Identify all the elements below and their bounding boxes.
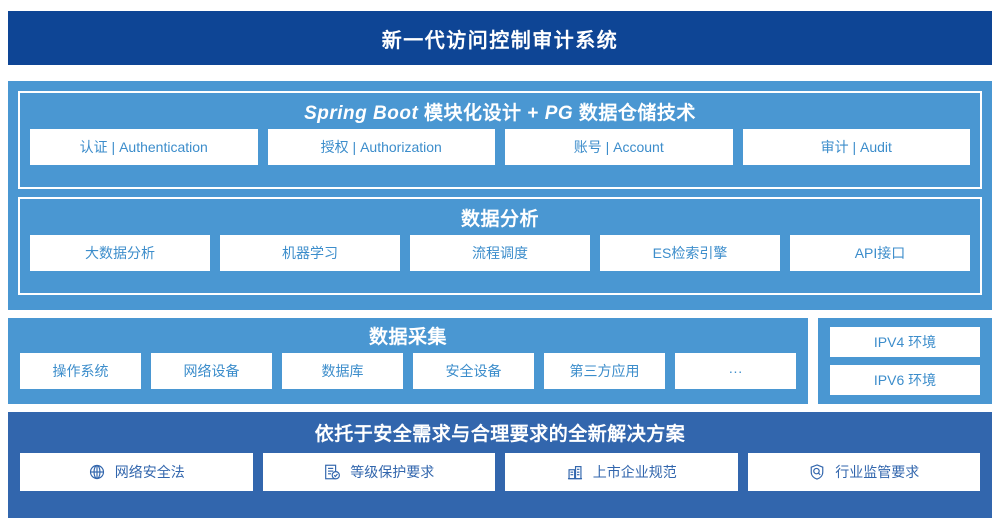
data-collection-heading: 数据采集 [368,327,447,348]
chip-audit[interactable]: 审计 | Audit [742,129,970,165]
chip-ipv6-environment[interactable]: IPV6 环境 [830,365,980,395]
solution-compliance-panel: 依托于安全需求与合理要求的全新解决方案 网络安全法 [8,412,992,518]
chip-listed-enterprise-standard-label: 上市企业规范 [592,464,677,480]
chip-industry-supervision-label: 行业监管要求 [835,464,920,480]
chip-authorization[interactable]: 授权 | Authorization [267,129,495,165]
chip-api-interface[interactable]: API接口 [790,235,970,271]
chip-security-device[interactable]: 安全设备 [413,353,534,389]
springboot-heading-cn1: 模块化设计 + [418,103,545,124]
springboot-heading-cn2: 数据仓储技术 [573,103,696,124]
chip-machine-learning[interactable]: 机器学习 [220,235,400,271]
springboot-module-block: Spring Boot 模块化设计 + PG 数据仓储技术 认证 | Authe… [18,91,982,189]
springboot-heading: Spring Boot 模块化设计 + PG 数据仓储技术 [30,99,970,129]
chip-operating-system[interactable]: 操作系统 [20,353,141,389]
chip-listed-enterprise-standard[interactable]: 上市企业规范 [505,453,738,491]
solution-heading: 依托于安全需求与合理要求的全新解决方案 [314,424,686,445]
chip-classified-protection-label: 等级保护要求 [350,464,435,480]
chip-es-search-engine[interactable]: ES检索引擎 [600,235,780,271]
solution-chip-row: 网络安全法 等级保护要求 [20,453,980,491]
page-title: 新一代访问控制审计系统 [381,29,619,52]
springboot-heading-en2: PG [544,103,574,124]
data-analysis-heading: 数据分析 [460,209,539,230]
data-collection-panel: 数据采集 操作系统 网络设备 数据库 安全设备 第三方应用 ··· [8,318,808,404]
springboot-chip-row: 认证 | Authentication 授权 | Authorization 账… [30,129,970,165]
chip-network-device[interactable]: 网络设备 [151,353,272,389]
chip-authentication[interactable]: 认证 | Authentication [30,129,258,165]
chip-database[interactable]: 数据库 [282,353,403,389]
ip-environment-panel: IPV4 环境 IPV6 环境 [818,318,992,404]
building-icon [566,463,584,481]
chip-account[interactable]: 账号 | Account [505,129,733,165]
chip-cybersecurity-law-label: 网络安全法 [114,464,185,480]
chip-classified-protection[interactable]: 等级保护要求 [262,453,495,491]
chip-more-ellipsis[interactable]: ··· [675,353,796,389]
shield-search-icon [808,463,826,481]
chip-cybersecurity-law[interactable]: 网络安全法 [20,453,253,491]
data-collection-chip-row: 操作系统 网络设备 数据库 安全设备 第三方应用 ··· [20,353,796,389]
header-bar: 新一代访问控制审计系统 [8,11,992,65]
document-check-icon [323,463,341,481]
chip-ipv4-environment[interactable]: IPV4 环境 [830,327,980,357]
springboot-heading-en1: Spring Boot [304,103,419,124]
data-analysis-block: 数据分析 大数据分析 机器学习 流程调度 ES检索引擎 API接口 [18,197,982,295]
chip-big-data-analysis[interactable]: 大数据分析 [30,235,210,271]
globe-network-icon [88,463,106,481]
chip-process-scheduling[interactable]: 流程调度 [410,235,590,271]
data-analysis-chip-row: 大数据分析 机器学习 流程调度 ES检索引擎 API接口 [30,235,970,271]
chip-third-party-application[interactable]: 第三方应用 [544,353,665,389]
chip-industry-supervision[interactable]: 行业监管要求 [747,453,980,491]
